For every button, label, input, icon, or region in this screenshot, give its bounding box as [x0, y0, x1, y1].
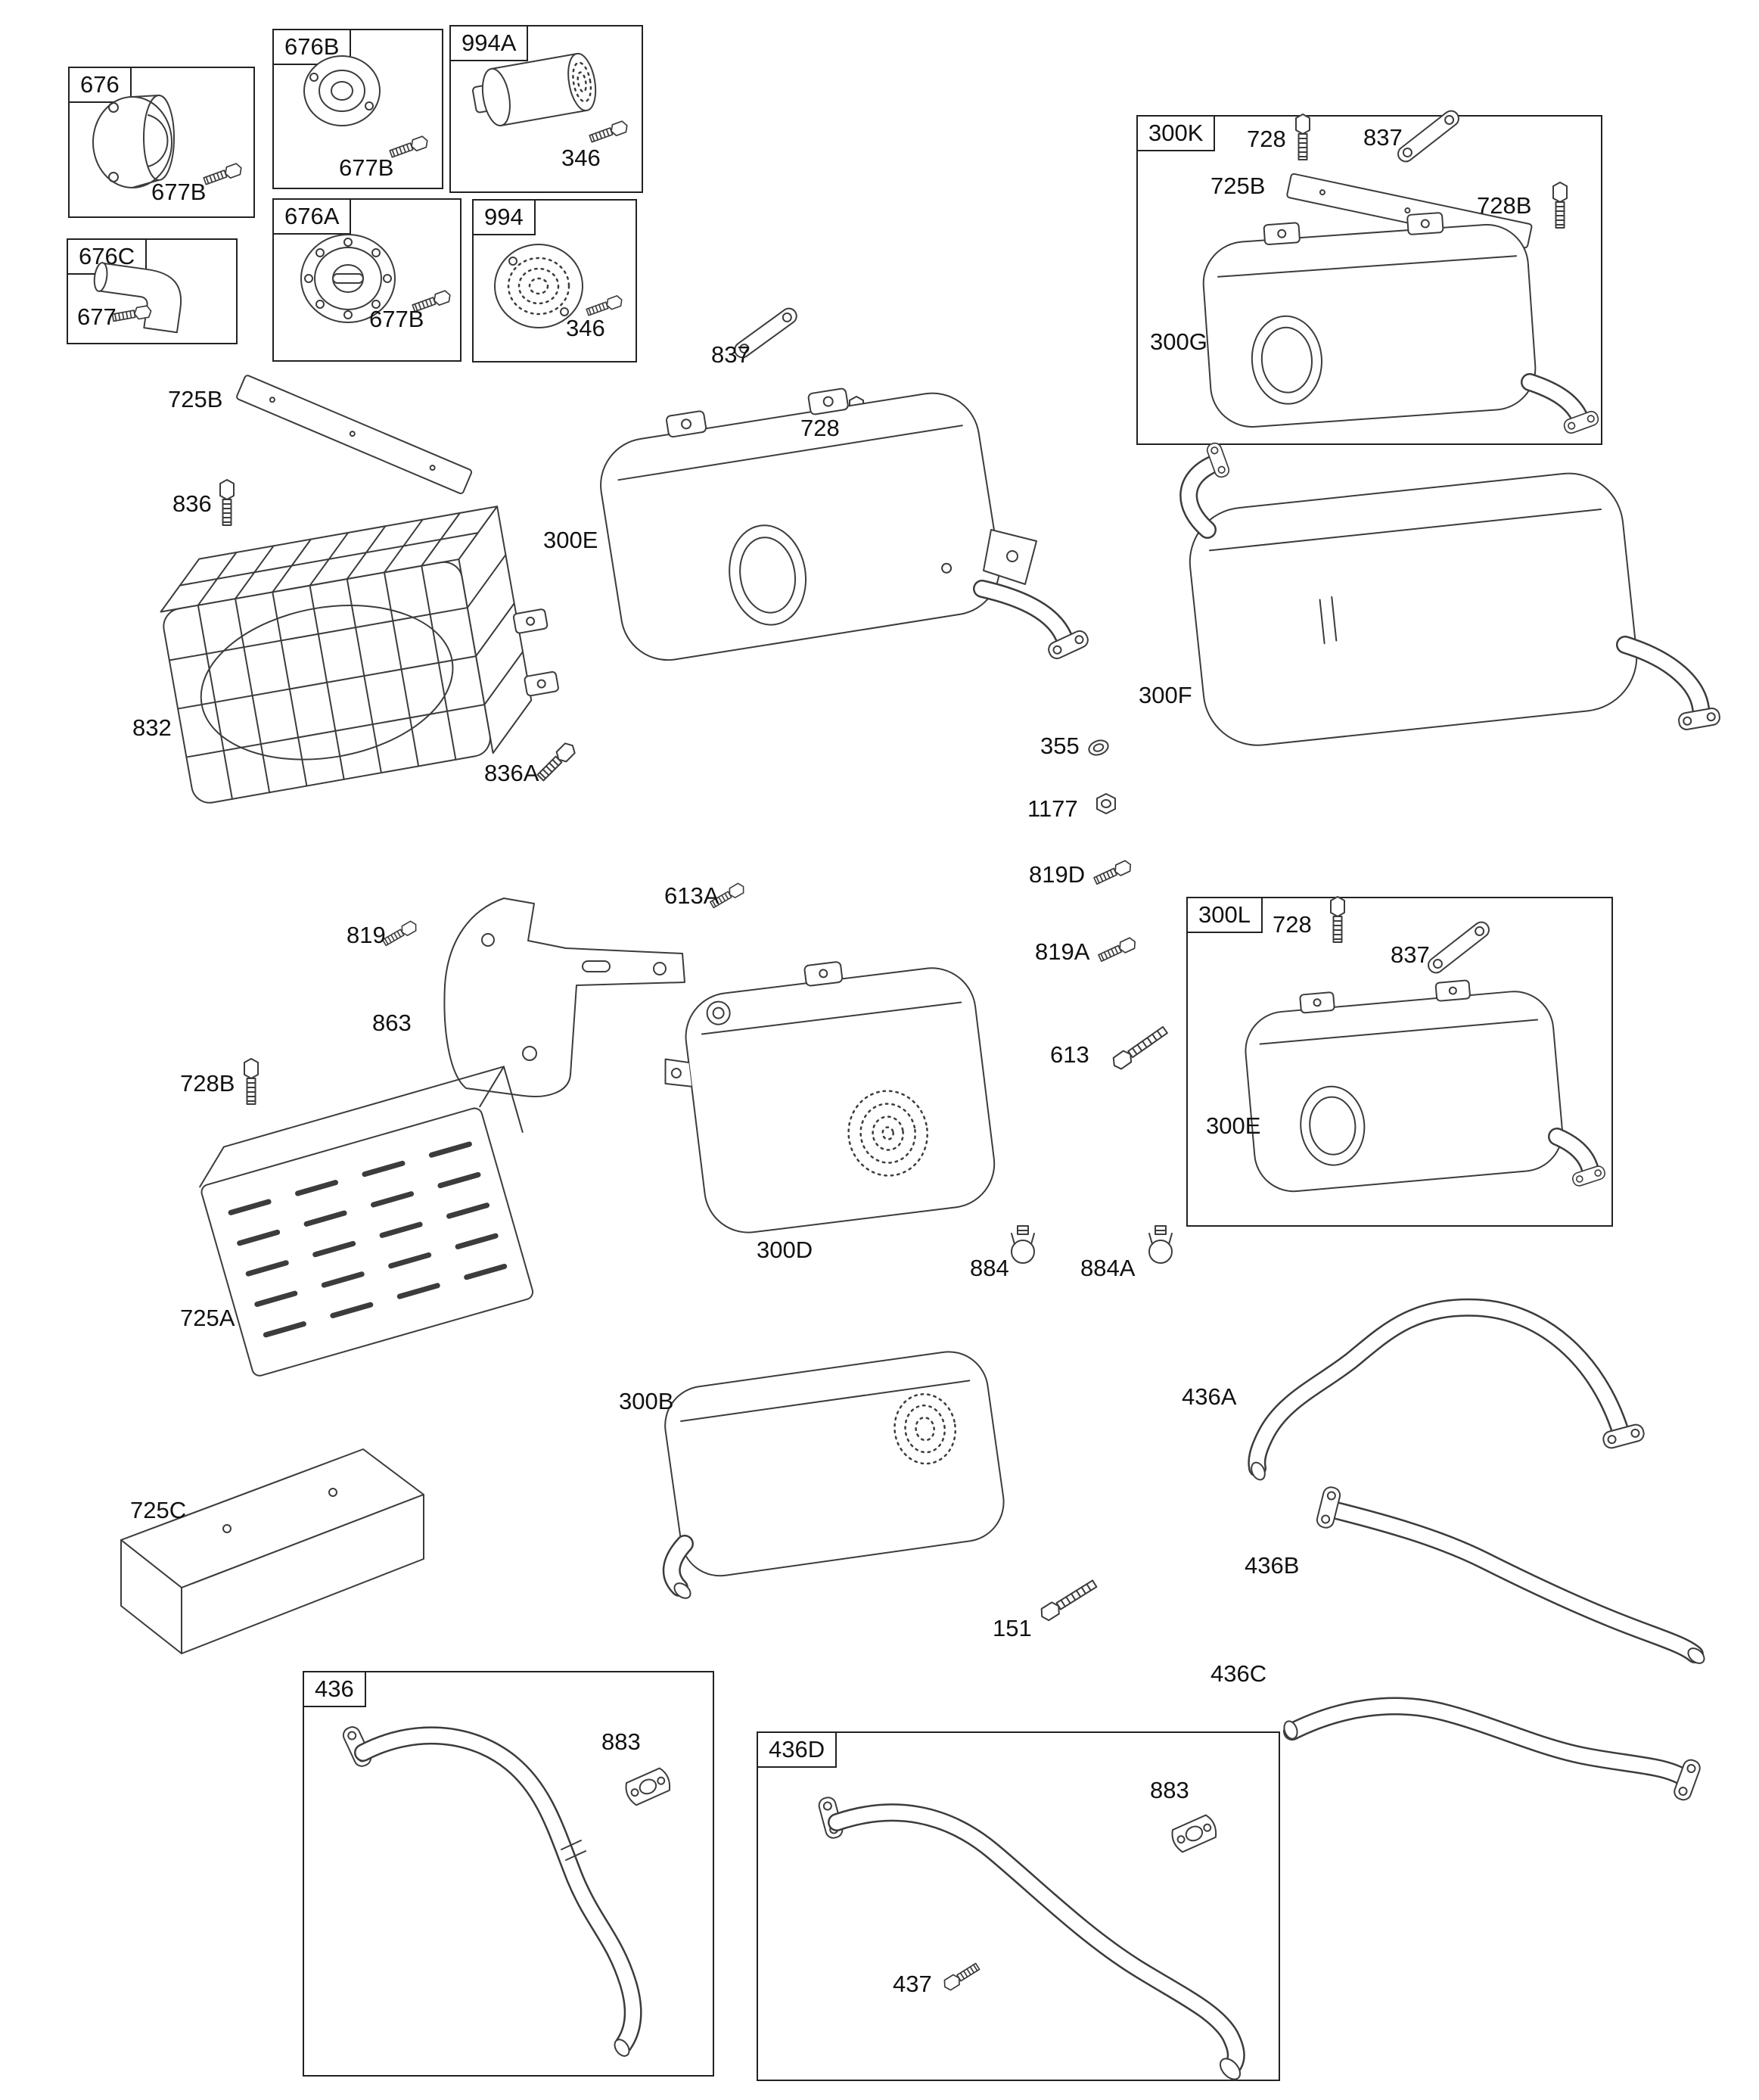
callout-label-676: 676 — [68, 67, 132, 103]
label-725A: 725A — [180, 1305, 235, 1331]
callout-box-436: 436 — [303, 1671, 714, 2077]
callout-label-676C: 676C — [67, 238, 148, 275]
screw-819-drawing — [381, 919, 419, 948]
callout-box-994A: 994A — [449, 25, 643, 193]
label-677: 677 — [77, 303, 117, 330]
label-300B: 300B — [619, 1388, 674, 1414]
bolt-728-drawing — [849, 396, 864, 443]
callout-label-436: 436 — [303, 1671, 366, 1707]
label-837: 837 — [711, 341, 751, 368]
label-883: 883 — [1150, 1777, 1189, 1803]
label-300E: 300E — [543, 527, 598, 553]
label-677B: 677B — [151, 179, 207, 205]
label-837: 837 — [1363, 124, 1403, 151]
label-728B: 728B — [180, 1070, 235, 1097]
label-436B: 436B — [1245, 1552, 1300, 1579]
shield-725B-drawing — [236, 375, 473, 495]
inlet-300B-drawing — [673, 1582, 691, 1599]
label-436C: 436C — [1210, 1660, 1267, 1687]
bolt-819A-drawing — [1096, 935, 1139, 964]
label-836A: 836A — [484, 760, 539, 786]
label-436A: 436A — [1182, 1383, 1237, 1410]
label-884: 884 — [970, 1255, 1009, 1281]
callout-label-300L: 300L — [1186, 897, 1263, 933]
shield-725C-drawing — [120, 1448, 424, 1654]
bracket-300E-drawing — [983, 529, 1037, 585]
callout-label-676A: 676A — [272, 198, 352, 235]
bolt-613-drawing — [1109, 1023, 1170, 1072]
callout-label-994: 994 — [472, 199, 536, 235]
label-300G: 300G — [1150, 328, 1207, 355]
label-300F: 300F — [1139, 682, 1192, 708]
callout-label-436D: 436D — [757, 1731, 838, 1768]
label-677B: 677B — [369, 306, 424, 332]
callout-box-300K: 300K — [1136, 115, 1602, 445]
clamp-884-drawing — [1011, 1225, 1035, 1264]
label-819: 819 — [347, 922, 386, 948]
bolt-728B-drawing — [244, 1058, 259, 1105]
bolt-151-drawing — [1037, 1577, 1099, 1623]
label-725C: 725C — [130, 1497, 187, 1523]
exhaust-pipe-436A-drawing — [1248, 1298, 1646, 1481]
bolt-819D-drawing — [1092, 858, 1134, 887]
label-837: 837 — [1391, 941, 1430, 968]
heat-shield-725A-drawing — [199, 1066, 534, 1377]
bracket-863-drawing — [443, 898, 685, 1097]
muffler-300E-drawing — [600, 387, 1001, 661]
label-725B: 725B — [168, 386, 223, 412]
pipe-flange-300E-drawing — [1045, 627, 1092, 662]
callout-box-300L: 300L — [1186, 897, 1613, 1227]
bolt-836A-drawing — [535, 739, 579, 783]
label-300E: 300E — [1206, 1112, 1261, 1139]
label-728: 728 — [1273, 911, 1312, 938]
exhaust-pipe-436C-drawing — [1283, 1697, 1703, 1803]
callout-box-994: 994 — [472, 199, 637, 362]
label-884A: 884A — [1080, 1255, 1136, 1281]
label-863: 863 — [372, 1010, 412, 1036]
label-300D: 300D — [757, 1237, 813, 1263]
label-613: 613 — [1050, 1041, 1089, 1068]
bolt-836-drawing — [219, 479, 235, 526]
label-1177: 1177 — [1027, 795, 1078, 822]
label-725B: 725B — [1210, 173, 1266, 199]
inlet-flange-300F-drawing — [1204, 440, 1232, 480]
callout-box-436D: 436D — [757, 1731, 1280, 2081]
muffler-300D-drawing — [664, 961, 996, 1234]
label-836: 836 — [172, 490, 212, 517]
label-728: 728 — [1247, 126, 1286, 152]
muffler-300F-drawing — [1189, 472, 1638, 746]
label-437: 437 — [893, 1971, 932, 1997]
pipe-flange-300F-drawing — [1677, 706, 1722, 732]
label-728B: 728B — [1477, 192, 1532, 219]
clamp-884A-drawing — [1148, 1225, 1173, 1264]
label-346: 346 — [561, 145, 601, 171]
callout-label-300K: 300K — [1136, 115, 1216, 151]
label-346: 346 — [566, 315, 605, 341]
exhaust-pipe-436B-drawing — [1314, 1485, 1705, 1664]
washer-355-drawing — [1086, 737, 1111, 758]
label-832: 832 — [132, 714, 172, 741]
label-819A: 819A — [1035, 938, 1090, 965]
label-728: 728 — [800, 415, 840, 441]
label-677B: 677B — [339, 154, 394, 181]
callout-label-676B: 676B — [272, 29, 352, 65]
label-883: 883 — [601, 1728, 641, 1755]
muffler-300B-drawing — [664, 1351, 1005, 1577]
label-819D: 819D — [1029, 861, 1086, 888]
label-151: 151 — [993, 1615, 1032, 1641]
nut-1177-drawing — [1096, 793, 1116, 814]
callout-box-676A: 676A — [272, 198, 462, 362]
label-613A: 613A — [664, 882, 719, 909]
label-355: 355 — [1040, 733, 1080, 759]
callout-label-994A: 994A — [449, 25, 529, 61]
